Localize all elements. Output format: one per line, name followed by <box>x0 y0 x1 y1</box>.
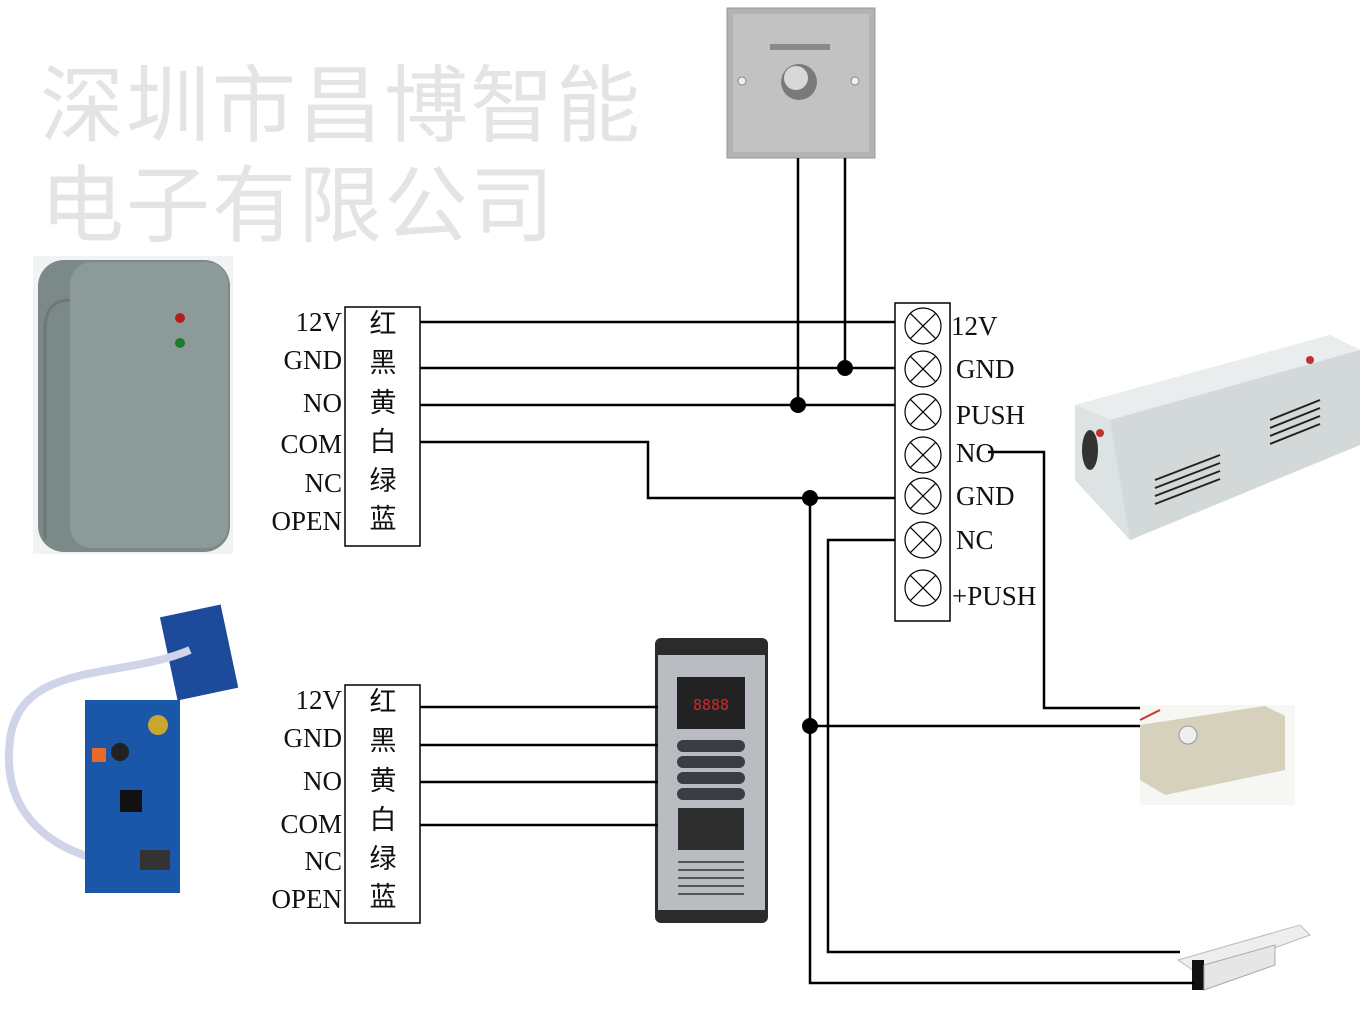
pin-label: NO <box>303 766 342 796</box>
pin-label: OPEN <box>271 884 342 914</box>
wire-color: 绿 <box>370 466 397 497</box>
pin-label: GND <box>284 345 343 375</box>
power-supply <box>1075 335 1360 540</box>
intercom-connector: 12V GND NO COM NC OPEN 红 黑 黄 白 绿 蓝 <box>271 684 421 924</box>
pin-label: OPEN <box>271 506 342 536</box>
wire-color: 黄 <box>370 388 397 419</box>
junction-dot <box>802 490 818 506</box>
wire-color: 黄 <box>370 766 397 797</box>
wire-color: 蓝 <box>370 882 397 913</box>
terminal-label: GND <box>956 354 1015 384</box>
electric-lock <box>1139 705 1295 805</box>
terminal-screw-icon <box>904 569 942 607</box>
terminal-label: GND <box>956 481 1015 511</box>
pin-label: NO <box>303 388 342 418</box>
terminal-screw-icon <box>904 393 942 431</box>
intercom-panel: 8888 <box>655 638 768 923</box>
junction-dot <box>790 397 806 413</box>
terminal-label: +PUSH <box>952 581 1036 611</box>
reader-pcb <box>4 604 239 893</box>
wire-color: 蓝 <box>370 504 397 535</box>
power-terminal-block: 12V GND PUSH NO GND NC +PUSH <box>894 302 1036 622</box>
wire-color: 红 <box>370 687 397 718</box>
wire-color: 红 <box>370 309 397 340</box>
pin-label: NC <box>304 468 342 498</box>
terminal-label: NC <box>956 525 994 555</box>
pin-label: 12V <box>296 307 343 337</box>
pin-label: GND <box>284 723 343 753</box>
terminal-label: 12V <box>951 311 998 341</box>
card-reader <box>33 256 233 554</box>
terminal-label: PUSH <box>956 400 1025 430</box>
wire-color: 白 <box>370 427 397 458</box>
terminal-screw-icon <box>904 307 942 345</box>
reader-connector: 12V GND NO COM NC OPEN 红 黑 黄 白 绿 蓝 <box>271 306 421 547</box>
junction-dot <box>802 718 818 734</box>
wire-color: 黑 <box>370 726 397 757</box>
electric-strike <box>1176 924 1311 991</box>
wires <box>420 158 1195 985</box>
terminal-screw-icon <box>904 477 942 515</box>
exit-button <box>726 7 876 159</box>
wire-color: 黑 <box>370 348 397 379</box>
intercom-display: 8888 <box>693 696 729 714</box>
junction-dot <box>837 360 853 376</box>
terminal-label: NO <box>956 438 995 468</box>
pin-label: COM <box>280 809 342 839</box>
pin-label: NC <box>304 846 342 876</box>
pin-label: 12V <box>296 685 343 715</box>
wire-color: 绿 <box>370 844 397 875</box>
terminal-screw-icon <box>904 436 942 474</box>
green-led-icon <box>175 338 185 348</box>
red-led-icon <box>175 313 185 323</box>
watermark: 深圳市昌博智能电子有限公司 <box>40 57 642 255</box>
pin-label: COM <box>280 429 342 459</box>
terminal-screw-icon <box>904 521 942 559</box>
wire-color: 白 <box>370 805 397 836</box>
terminal-screw-icon <box>904 350 942 388</box>
